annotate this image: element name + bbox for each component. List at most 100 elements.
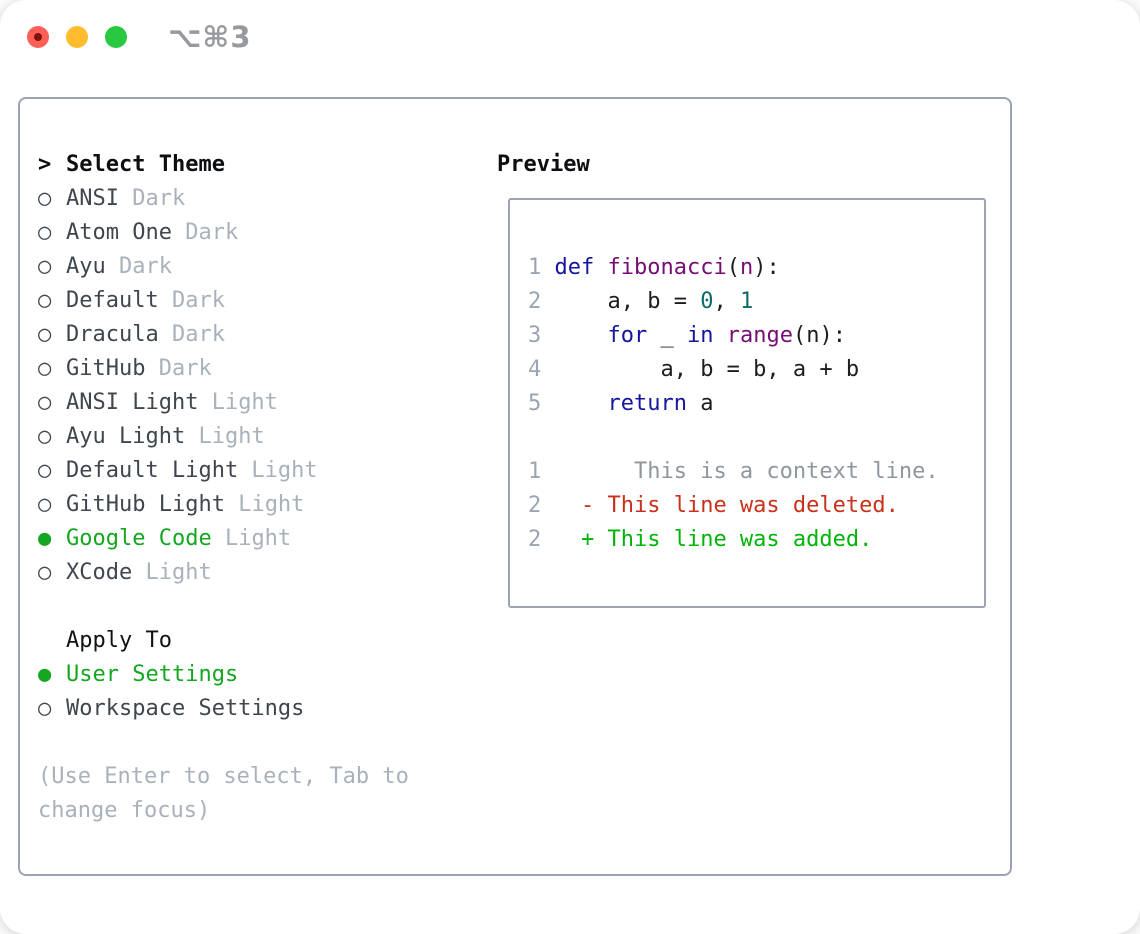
theme-picker-panel: > Select Theme ○ANSI Dark○Atom One Dark○… bbox=[18, 97, 1012, 876]
code-token: 1 bbox=[739, 289, 754, 314]
zoom-button-icon[interactable] bbox=[105, 26, 127, 48]
radio-unselected-icon: ○ bbox=[38, 492, 52, 517]
code-token bbox=[594, 255, 607, 280]
theme-variant: Dark bbox=[158, 288, 225, 313]
theme-option[interactable]: ○ ANSI Dark bbox=[38, 182, 409, 216]
theme-option[interactable]: ○ XCode Light bbox=[38, 556, 409, 590]
theme-option[interactable]: ○ Atom One Dark bbox=[38, 216, 409, 250]
line-number: 1 bbox=[528, 255, 555, 280]
theme-name: Google Code bbox=[66, 526, 212, 551]
cursor-arrow-icon: > bbox=[38, 152, 52, 177]
preview-code-line: 2 - This line was deleted. bbox=[528, 489, 984, 523]
code-token: in bbox=[686, 323, 714, 348]
radio-unselected-icon: ○ bbox=[38, 322, 52, 347]
preview-code-line bbox=[528, 421, 984, 455]
radio-selected-icon: ● bbox=[38, 526, 52, 551]
preview-heading: Preview bbox=[497, 152, 590, 177]
radio-unselected-icon: ○ bbox=[38, 288, 52, 313]
radio-unselected-icon: ○ bbox=[38, 356, 52, 381]
line-number: 2 bbox=[528, 493, 555, 518]
apply-to-option-label: User Settings bbox=[66, 662, 239, 687]
apply-to-header: Apply To bbox=[38, 624, 409, 658]
theme-list: ○ANSI Dark○Atom One Dark○Ayu Dark○Defaul… bbox=[38, 182, 409, 590]
radio-unselected-icon: ○ bbox=[38, 458, 52, 483]
code-token: 0 bbox=[700, 289, 714, 314]
line-number: 2 bbox=[528, 527, 555, 552]
theme-name: Ayu bbox=[66, 254, 106, 279]
theme-variant: Light bbox=[224, 492, 305, 517]
theme-picker-header: > Select Theme bbox=[38, 148, 409, 182]
theme-variant: Light bbox=[185, 424, 265, 449]
code-token: for bbox=[607, 323, 648, 348]
radio-unselected-icon: ○ bbox=[38, 186, 52, 211]
code-token: + This line was added. bbox=[554, 527, 873, 552]
theme-name: GitHub Light bbox=[66, 492, 225, 517]
apply-to-option-label: Workspace Settings bbox=[66, 696, 305, 721]
theme-variant: Dark bbox=[118, 186, 186, 211]
theme-variant: Light bbox=[238, 458, 318, 483]
code-token: a, b = b, a + b bbox=[554, 357, 860, 382]
theme-option[interactable]: ○ Dracula Dark bbox=[38, 318, 409, 352]
preview-code-line: 3 for _ in range(n): bbox=[528, 319, 984, 353]
preview-code-line: 5 return a bbox=[528, 387, 984, 421]
radio-unselected-icon: ○ bbox=[38, 560, 52, 585]
preview-code-line: 1 This is a context line. bbox=[528, 455, 984, 489]
line-number: 1 bbox=[528, 459, 555, 484]
code-token: _ bbox=[647, 323, 687, 348]
apply-to-option[interactable]: ● User Settings bbox=[38, 658, 409, 692]
theme-variant: Light bbox=[132, 560, 212, 585]
theme-name: Atom One bbox=[66, 220, 172, 245]
theme-variant: Dark bbox=[158, 322, 225, 347]
radio-unselected-icon: ○ bbox=[38, 424, 52, 449]
theme-variant: Dark bbox=[171, 220, 239, 245]
radio-unselected-icon: ○ bbox=[38, 254, 52, 279]
code-token: ): bbox=[753, 255, 780, 280]
line-number: 3 bbox=[528, 323, 555, 348]
theme-variant: Light bbox=[198, 390, 278, 415]
code-token: return bbox=[607, 391, 687, 416]
hint-line-1: (Use Enter to select, Tab to bbox=[38, 764, 409, 789]
code-token bbox=[555, 391, 608, 416]
code-token bbox=[713, 323, 726, 348]
theme-option[interactable]: ○ Default Dark bbox=[38, 284, 409, 318]
minimize-button-icon[interactable] bbox=[66, 26, 88, 48]
theme-option[interactable]: ○ GitHub Dark bbox=[38, 352, 409, 386]
theme-option[interactable]: ○ GitHub Light Light bbox=[38, 488, 409, 522]
theme-name: Dracula bbox=[66, 322, 159, 347]
code-token: ( bbox=[726, 255, 740, 280]
theme-name: ANSI Light bbox=[66, 390, 199, 415]
theme-name: Default bbox=[66, 288, 159, 313]
preview-code-line: 1 def fibonacci(n): bbox=[528, 251, 984, 285]
traffic-lights bbox=[27, 26, 127, 48]
theme-name: GitHub bbox=[66, 356, 146, 381]
apply-to-list: ● User Settings ○ Workspace Settings bbox=[38, 658, 409, 726]
theme-option[interactable]: ○Ayu Dark bbox=[38, 250, 409, 284]
theme-picker-column: > Select Theme ○ANSI Dark○Atom One Dark○… bbox=[38, 148, 409, 828]
theme-name: XCode bbox=[66, 560, 133, 585]
radio-unselected-icon: ○ bbox=[38, 220, 52, 245]
code-token: a, b = bbox=[554, 289, 701, 314]
theme-name: ANSI bbox=[66, 186, 119, 211]
code-token: a bbox=[686, 391, 714, 416]
line-number: 4 bbox=[528, 357, 555, 382]
window-title: ⌥⌘3 bbox=[168, 20, 252, 54]
title-bar: ⌥⌘3 bbox=[0, 0, 1140, 74]
theme-variant: Light bbox=[211, 526, 292, 551]
theme-variant: Dark bbox=[145, 356, 212, 381]
radio-unselected-icon: ○ bbox=[38, 696, 52, 721]
apply-to-option[interactable]: ○ Workspace Settings bbox=[38, 692, 409, 726]
radio-unselected-icon: ○ bbox=[38, 390, 52, 415]
preview-code-line: 2 + This line was added. bbox=[528, 523, 984, 557]
code-token: This is a context line. bbox=[554, 459, 939, 484]
theme-name: Ayu Light bbox=[66, 424, 186, 449]
theme-option[interactable]: ○ ANSI Light Light bbox=[38, 386, 409, 420]
theme-option[interactable]: ○ Ayu Light Light bbox=[38, 420, 409, 454]
theme-option[interactable]: ● Google Code Light bbox=[38, 522, 409, 556]
radio-selected-icon: ● bbox=[38, 662, 52, 687]
close-button-icon[interactable] bbox=[27, 26, 49, 48]
theme-option[interactable]: ○Default Light Light bbox=[38, 454, 409, 488]
apply-to-label: Apply To bbox=[66, 628, 172, 653]
line-number: 2 bbox=[528, 289, 555, 314]
